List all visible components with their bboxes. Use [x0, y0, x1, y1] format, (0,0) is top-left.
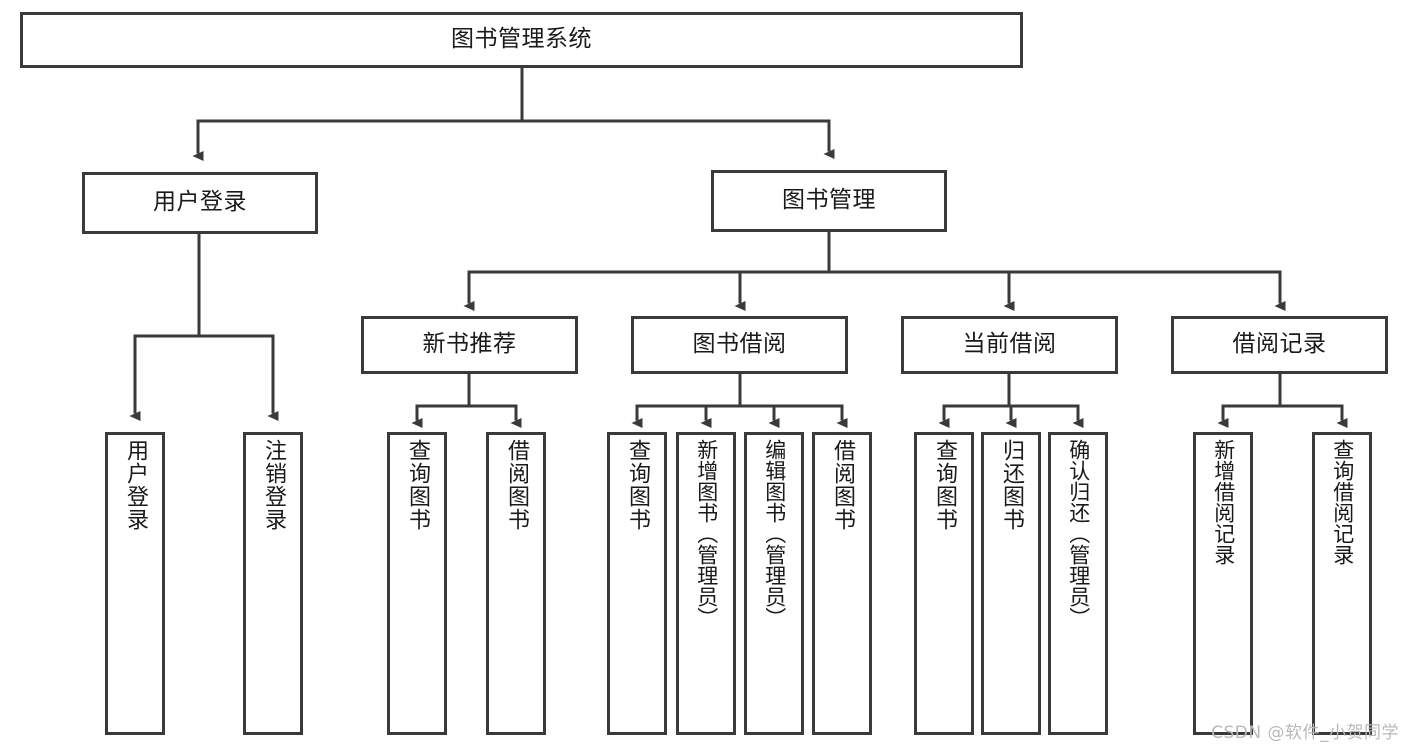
node-leaf-borrow-book-nb[interactable]: 借阅图书 [486, 432, 546, 735]
node-leaf-add-book[interactable]: 新增图书（管理员） [676, 432, 736, 735]
node-leaf-borrow-book-bb-label: 借阅图书 [829, 439, 855, 531]
node-leaf-confirm-return-label: 确认归还（管理员） [1066, 439, 1091, 628]
node-leaf-query-book-cb-label: 查询图书 [931, 439, 957, 531]
node-borrow-record-label: 借阅记录 [1232, 331, 1327, 358]
node-book-borrow[interactable]: 图书借阅 [631, 316, 848, 374]
node-leaf-logout[interactable]: 注销登录 [243, 432, 303, 735]
node-leaf-query-book-bb-label: 查询图书 [624, 439, 650, 531]
node-leaf-return-book-label: 归还图书 [998, 439, 1024, 531]
node-leaf-return-book[interactable]: 归还图书 [981, 432, 1041, 735]
node-current-borrow-label: 当前借阅 [962, 331, 1057, 358]
node-user-login-label: 用户登录 [153, 189, 247, 216]
node-leaf-confirm-return[interactable]: 确认归还（管理员） [1048, 432, 1108, 735]
node-leaf-query-book-nb[interactable]: 查询图书 [387, 432, 447, 735]
node-leaf-add-borrow-record[interactable]: 新增借阅记录 [1193, 432, 1253, 735]
node-root-system-label: 图书管理系统 [451, 26, 592, 53]
node-leaf-query-borrow-record-label: 查询借阅记录 [1330, 439, 1355, 565]
node-new-book-recommend-label: 新书推荐 [422, 331, 517, 358]
node-leaf-borrow-book-bb[interactable]: 借阅图书 [812, 432, 872, 735]
node-root-system[interactable]: 图书管理系统 [20, 12, 1023, 68]
node-book-manage-label: 图书管理 [782, 187, 876, 214]
node-current-borrow[interactable]: 当前借阅 [901, 316, 1118, 374]
node-leaf-add-borrow-record-label: 新增借阅记录 [1211, 439, 1236, 565]
node-book-manage[interactable]: 图书管理 [711, 170, 947, 232]
csdn-watermark: CSDN @软件_小贺同学 [1211, 723, 1399, 743]
node-leaf-query-borrow-record[interactable]: 查询借阅记录 [1312, 432, 1372, 735]
node-leaf-edit-book[interactable]: 编辑图书（管理员） [744, 432, 804, 735]
node-leaf-add-book-label: 新增图书（管理员） [694, 439, 719, 628]
node-leaf-borrow-book-nb-label: 借阅图书 [503, 439, 529, 531]
node-new-book-recommend[interactable]: 新书推荐 [361, 316, 578, 374]
node-book-borrow-label: 图书借阅 [692, 331, 787, 358]
node-borrow-record[interactable]: 借阅记录 [1171, 316, 1388, 374]
node-leaf-query-book-cb[interactable]: 查询图书 [914, 432, 974, 735]
node-leaf-logout-label: 注销登录 [260, 439, 286, 531]
node-leaf-edit-book-label: 编辑图书（管理员） [762, 439, 787, 628]
node-leaf-query-book-nb-label: 查询图书 [404, 439, 430, 531]
node-leaf-user-login[interactable]: 用户登录 [105, 432, 165, 735]
node-leaf-query-book-bb[interactable]: 查询图书 [607, 432, 667, 735]
node-leaf-user-login-label: 用户登录 [122, 439, 148, 531]
node-user-login[interactable]: 用户登录 [82, 172, 318, 234]
